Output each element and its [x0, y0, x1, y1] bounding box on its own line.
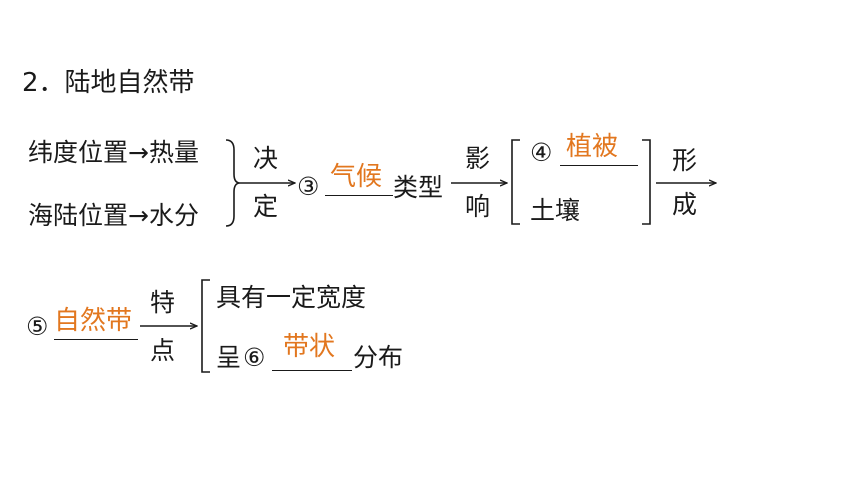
- blank-5-answer: 自然带: [54, 306, 133, 336]
- connector-form-1: 形: [672, 146, 698, 175]
- left-bracket: [511, 139, 520, 225]
- connector-feature-2: 点: [150, 336, 176, 365]
- feature-2-suffix: 分布: [353, 343, 404, 372]
- section-heading: 2．陆地自然带: [22, 68, 195, 98]
- feature-2-prefix: 呈: [216, 343, 242, 372]
- blank-3-label: ③: [297, 172, 320, 201]
- right-brace: [225, 139, 241, 227]
- left-bracket-features: [201, 279, 210, 373]
- blank-6-underline: [272, 370, 352, 371]
- connector-form-2: 成: [672, 190, 698, 219]
- soil-text: 土壤: [530, 196, 581, 225]
- blank-3-underline: [325, 195, 393, 196]
- connector-feature-1: 特: [150, 288, 176, 317]
- blank-6-answer: 带状: [283, 332, 336, 362]
- blank-4-underline: [560, 165, 638, 166]
- connector-decide-1: 决: [253, 144, 279, 173]
- blank-6-label: ⑥: [243, 343, 266, 372]
- blank-3-answer: 气候: [330, 162, 383, 192]
- blank-4-label: ④: [530, 138, 553, 167]
- feature-width: 具有一定宽度: [216, 283, 367, 312]
- connector-decide-2: 定: [253, 192, 279, 221]
- blank-4-answer: 植被: [566, 132, 619, 162]
- blank-5-underline: [54, 339, 138, 340]
- blank-5-label: ⑤: [26, 312, 49, 341]
- right-bracket: [642, 139, 651, 225]
- connector-influence-1: 影: [465, 144, 491, 173]
- factor-land-sea: 海陆位置→水分: [28, 201, 199, 230]
- climate-type-text: 类型: [393, 173, 444, 202]
- factor-latitude: 纬度位置→热量: [28, 138, 199, 167]
- connector-influence-2: 响: [465, 192, 491, 221]
